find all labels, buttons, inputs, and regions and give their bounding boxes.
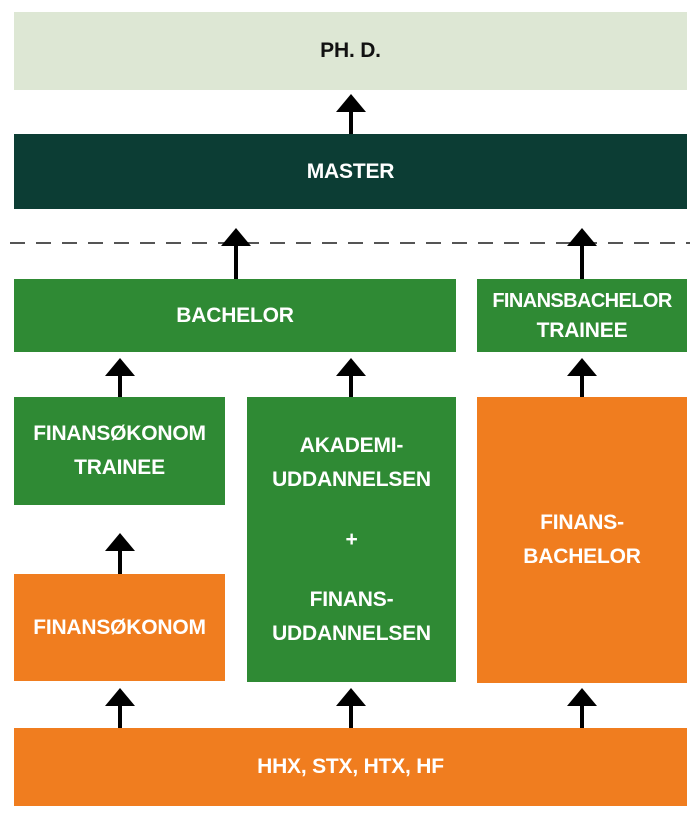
arrow-entry-to-finans-bachelor [567,688,597,728]
akademi-finans-box: AKADEMI- UDDANNELSEN + FINANS- UDDANNELS… [247,397,456,682]
akademi-label-line-4: UDDANNELSEN [272,621,431,645]
finansokonom-trainee-box: FINANSØKONOM TRAINEE [14,397,225,505]
finansokonom-label: FINANSØKONOM [33,615,206,639]
arrow-finans-bachelor-to-trainee [567,358,597,397]
phd-box: PH. D. [14,12,687,90]
akademi-label-line-1: AKADEMI- [299,433,404,457]
bachelor-label: BACHELOR [176,303,294,327]
finansbachelor-trainee-label-line-1: FINANSBACHELOR [492,289,672,312]
finansokonom-trainee-label-line-1: FINANSØKONOM [33,422,206,445]
master-box: MASTER [14,134,687,209]
akademi-plus-sign: + [345,527,358,551]
finansokonom-trainee-label-line-2: TRAINEE [74,456,165,479]
arrow-finansokonom-to-trainee [105,533,135,574]
finansbachelor-trainee-label-line-2: TRAINEE [536,318,628,342]
arrow-entry-to-akademi [336,688,366,728]
finans-bachelor-label-line-1: FINANS- [540,511,624,534]
entry-requirements-label: HHX, STX, HTX, HF [257,755,444,778]
arrow-finansbachelor-trainee-to-master [567,228,597,279]
bachelor-box: BACHELOR [14,279,456,352]
akademi-label-line-2: UDDANNELSEN [272,467,431,491]
finansbachelor-trainee-box: FINANSBACHELOR TRAINEE [477,279,687,352]
arrow-entry-to-finansokonom [105,688,135,728]
phd-label: PH. D. [320,39,381,62]
master-label: MASTER [306,159,395,183]
arrow-trainee-to-bachelor [105,358,135,397]
arrow-akademi-to-bachelor [336,358,366,397]
akademi-label-line-3: FINANS- [309,587,394,611]
finans-bachelor-label-line-2: BACHELOR [523,545,641,568]
finans-bachelor-box: FINANS- BACHELOR [477,397,687,683]
arrow-bachelor-to-master [221,228,251,279]
arrow-master-to-phd [336,94,366,134]
entry-requirements-box: HHX, STX, HTX, HF [14,728,687,806]
finansokonom-box: FINANSØKONOM [14,574,225,681]
